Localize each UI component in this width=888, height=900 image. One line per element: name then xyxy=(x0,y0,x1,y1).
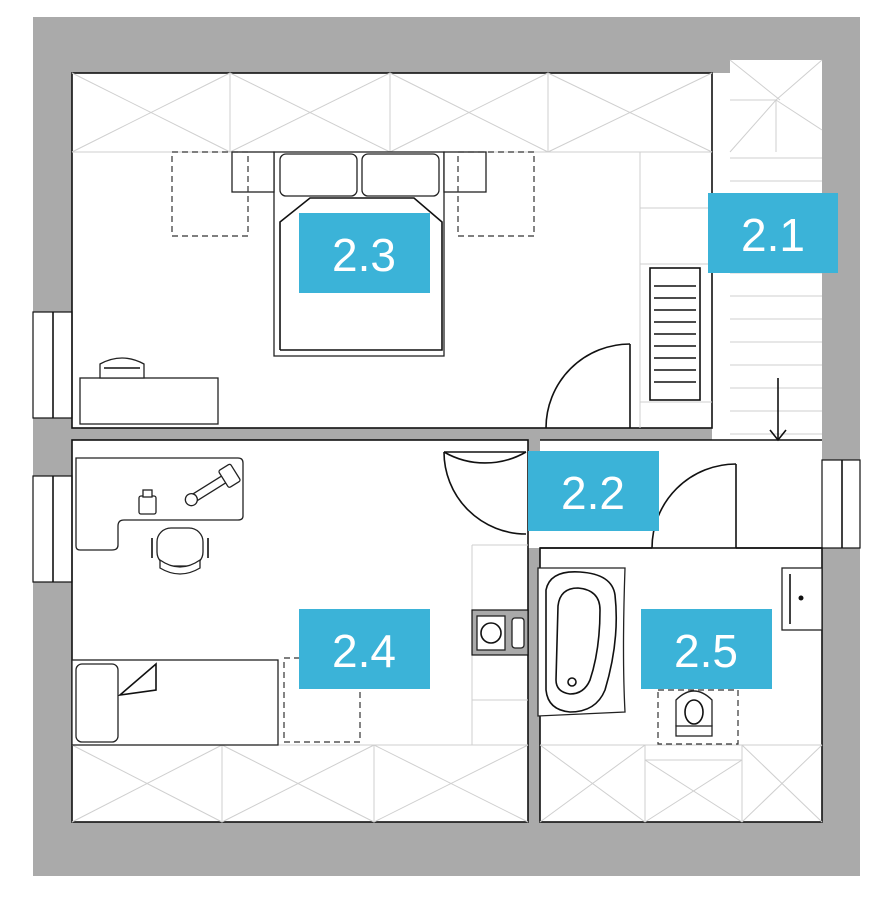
room-label-2-3: 2.3 xyxy=(299,213,430,293)
single-bed xyxy=(71,657,361,746)
svg-text:2.3: 2.3 xyxy=(332,229,396,281)
svg-text:2.1: 2.1 xyxy=(741,209,805,261)
svg-text:2.2: 2.2 xyxy=(561,467,625,519)
stair-winder xyxy=(775,99,823,131)
stair-winder xyxy=(729,99,777,153)
lamp-icon xyxy=(184,463,241,507)
stair-winder xyxy=(729,59,781,101)
nightstand-left xyxy=(231,151,275,193)
closet xyxy=(471,544,529,745)
office-chair xyxy=(151,527,209,575)
nightstand-right xyxy=(443,151,487,193)
room-label-2-2: 2.2 xyxy=(528,451,659,531)
sink xyxy=(781,567,823,631)
dresser xyxy=(79,357,219,425)
svg-text:2.5: 2.5 xyxy=(674,625,738,677)
room-label-2-4: 2.4 xyxy=(299,609,430,689)
stair-winder xyxy=(775,59,823,101)
phone-icon xyxy=(138,495,157,515)
window-right xyxy=(821,459,861,549)
walls xyxy=(32,17,861,876)
room-label-2-1: 2.1 xyxy=(708,193,838,273)
wardrobe xyxy=(639,152,712,428)
bathtub xyxy=(537,567,626,717)
doors xyxy=(443,343,737,549)
roof-slopes xyxy=(71,72,823,823)
room-label-2-5: 2.5 xyxy=(641,609,772,689)
toilet xyxy=(657,689,739,745)
svg-text:2.4: 2.4 xyxy=(332,625,396,677)
corner-desk xyxy=(75,457,244,575)
